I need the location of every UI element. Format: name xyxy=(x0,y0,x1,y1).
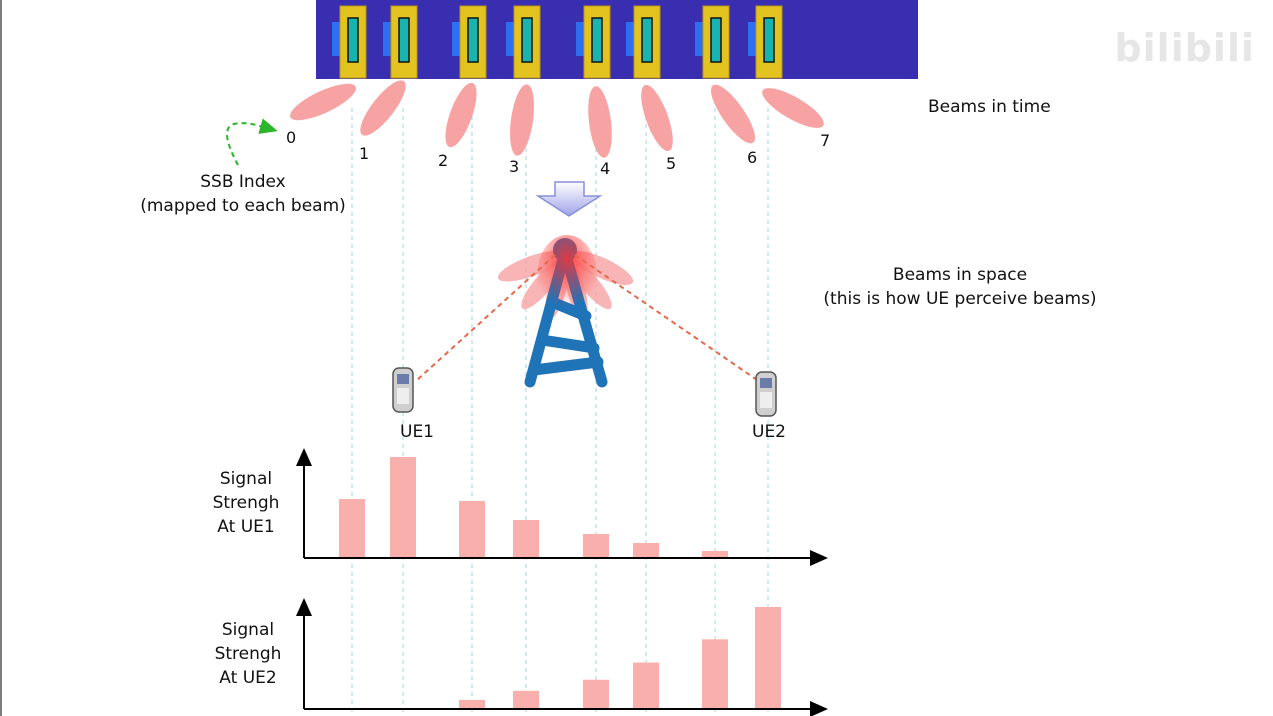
chart1-bar-0 xyxy=(339,499,365,557)
chart1-ylabel: Signal Strengh At UE1 xyxy=(192,467,300,539)
ssb-block-side-2 xyxy=(452,22,460,56)
tower-glow xyxy=(537,235,597,315)
chart2-bars xyxy=(459,607,781,708)
chart2-bar-2 xyxy=(459,699,485,708)
beam-lobe-6 xyxy=(710,84,756,144)
chart1-bar-1 xyxy=(390,457,416,557)
chart1-bar-5 xyxy=(633,543,659,557)
beam-index-2: 2 xyxy=(438,151,449,170)
beams-in-space-label: Beams in space (this is how UE perceive … xyxy=(785,263,1135,311)
beam-index-0: 0 xyxy=(286,128,297,147)
ssb-block-core-4 xyxy=(591,17,603,63)
chart1-bar-2 xyxy=(459,501,485,557)
chart2-ylabel: Signal Strengh At UE2 xyxy=(194,618,302,690)
ssb-block-core-6 xyxy=(710,17,722,63)
chart2-ylabel-line1: Signal xyxy=(221,620,275,640)
ssb-block-side-4 xyxy=(576,22,584,56)
beams-in-space-line1: Beams in space xyxy=(892,265,1028,285)
ssb-block-side-6 xyxy=(695,22,703,56)
beam-lobe-2 xyxy=(445,82,477,148)
ue1-phone-icon xyxy=(392,367,414,413)
bilibili-watermark: bilibili xyxy=(1114,26,1255,70)
ue2-label: UE2 xyxy=(752,422,786,442)
beam-lobe-0 xyxy=(290,83,356,121)
beam-index-4: 4 xyxy=(600,159,611,178)
chart2-ylabel-line2: Strengh xyxy=(214,644,282,664)
chart1-ylabel-line2: Strengh xyxy=(212,493,280,513)
ssb-block-core-3 xyxy=(521,17,533,63)
ssb-block-core-5 xyxy=(641,17,653,63)
chart1-ylabel-line3: At UE1 xyxy=(217,517,275,537)
ssb-index-arrow xyxy=(226,118,278,166)
beam-index-6: 6 xyxy=(747,148,758,167)
chart2-bar-6 xyxy=(702,639,728,708)
down-arrow-icon xyxy=(535,181,603,217)
ssb-block-side-5 xyxy=(626,22,634,56)
beam-lobe-7 xyxy=(762,88,824,128)
ssb-block-core-2 xyxy=(467,17,479,63)
ue1-label: UE1 xyxy=(400,422,434,442)
beam-lobe-1 xyxy=(360,80,406,136)
chart2-ylabel-line3: At UE2 xyxy=(219,668,277,688)
ssb-block-core-1 xyxy=(398,17,410,63)
beam-lobe-3 xyxy=(510,84,534,156)
chart1-ylabel-line1: Signal xyxy=(219,469,273,489)
beam-index-7: 7 xyxy=(820,131,831,150)
ssb-block-core-7 xyxy=(763,17,775,63)
ssb-index-line2: (mapped to each beam) xyxy=(140,196,346,216)
chart2-bar-7 xyxy=(755,607,781,708)
ue2-phone-icon xyxy=(755,371,777,417)
ssb-block-side-7 xyxy=(748,22,756,56)
chart1-bar-6 xyxy=(702,551,728,557)
ssb-block-side-1 xyxy=(383,22,391,56)
chart1-bars xyxy=(339,457,728,557)
beams-in-space-line2: (this is how UE perceive beams) xyxy=(823,289,1097,309)
chart2-bar-5 xyxy=(633,662,659,708)
beam-lobe-5 xyxy=(641,84,673,152)
beam-lobe-4 xyxy=(588,86,612,158)
ssb-index-label: SSB Index (mapped to each beam) xyxy=(118,170,368,218)
chart2-bar-3 xyxy=(513,690,539,708)
beam-index-5: 5 xyxy=(666,154,677,173)
ue2-link-line xyxy=(574,254,761,383)
ue1-link-line xyxy=(416,254,556,381)
ssb-index-line1: SSB Index xyxy=(200,172,286,192)
beams-in-time-label: Beams in time xyxy=(928,97,1051,117)
ssb-block-core-0 xyxy=(347,17,359,63)
beam-lobes xyxy=(290,80,824,158)
ssb-blocks xyxy=(332,5,783,79)
beam-index-3: 3 xyxy=(509,157,520,176)
ssb-block-side-3 xyxy=(506,22,514,56)
chart1-bar-4 xyxy=(583,534,609,557)
chart1-bar-3 xyxy=(513,520,539,557)
ssb-block-side-0 xyxy=(332,22,340,56)
chart2-bar-4 xyxy=(583,679,609,708)
beam-index-1: 1 xyxy=(359,144,370,163)
